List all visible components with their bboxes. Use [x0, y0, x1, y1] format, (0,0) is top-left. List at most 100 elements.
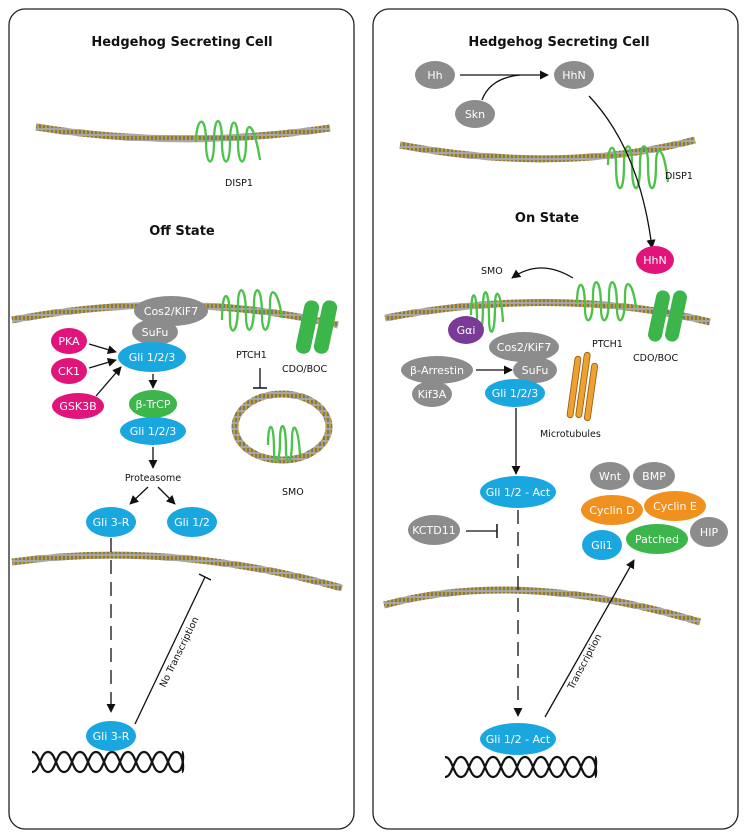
disp1-label-right: DISP1 [665, 171, 693, 182]
svg-text:CK1: CK1 [58, 365, 80, 378]
smo-vesicle [231, 390, 333, 464]
svg-text:Gli 1/2: Gli 1/2 [174, 516, 210, 529]
secreting-cell-membrane [35, 123, 331, 143]
no-transcription-line [134, 576, 206, 725]
disp1-protein-right [606, 145, 670, 190]
cdo-boc-label: CDO/BOC [282, 364, 327, 375]
node-hhn-precursor [554, 61, 594, 89]
pka-arrow [88, 343, 117, 355]
ptch1-label-right: PTCH1 [592, 339, 623, 350]
ptch1-releases-smo-arrow [511, 267, 574, 279]
node-gsk3b [52, 393, 104, 419]
boc-protein [313, 300, 338, 354]
microtubules-label: Microtubules [540, 429, 601, 440]
node-skn [455, 100, 495, 128]
ptch1-protein [220, 289, 284, 332]
node-sufu [132, 319, 178, 345]
gene-cyclin-d [581, 495, 643, 525]
node-beta-trcp [129, 390, 177, 418]
svg-text:Wnt: Wnt [599, 470, 622, 483]
svg-text:β-Arrestin: β-Arrestin [410, 364, 464, 377]
node-gli12 [167, 507, 217, 537]
svg-text:β-TrCP: β-TrCP [136, 398, 171, 411]
skn-assist-arrow [481, 74, 521, 101]
svg-text:Cos2/KiF7: Cos2/KiF7 [144, 305, 198, 318]
gene-hip [690, 517, 728, 547]
panel-border [8, 8, 355, 830]
dna-helix-left [31, 750, 185, 774]
svg-text:HhN: HhN [562, 69, 585, 82]
cdo-boc-label-right: CDO/BOC [633, 353, 678, 364]
gene-bmp [633, 462, 675, 490]
node-gli123 [118, 342, 186, 372]
node-beta-arrestin [401, 356, 473, 384]
gsk3b-arrow [95, 366, 122, 397]
svg-text:GSK3B: GSK3B [59, 400, 96, 413]
node-gli123-right [485, 379, 545, 407]
svg-text:Cyclin E: Cyclin E [653, 500, 697, 513]
smo-protein-vesicle [266, 425, 302, 462]
svg-text:Gli 3-R: Gli 3-R [93, 730, 130, 743]
left-panel-off-state: Hedgehog Secreting Cell DISP1 Off State … [8, 8, 355, 830]
gene-cyclin-e [644, 491, 706, 521]
node-galphai [448, 316, 484, 344]
svg-text:Kif3A: Kif3A [418, 388, 447, 401]
svg-text:Gli 1/2/3: Gli 1/2/3 [130, 425, 177, 438]
node-hhn-secreted [636, 246, 674, 274]
nuclear-membrane-right [383, 586, 702, 626]
dna-helix-right [444, 755, 598, 779]
boc-protein-right [665, 290, 687, 342]
ptch1-label: PTCH1 [236, 350, 267, 361]
ck1-arrow [88, 357, 117, 369]
svg-text:KCTD11: KCTD11 [412, 524, 455, 537]
svg-text:Gli1: Gli1 [591, 539, 613, 552]
node-cos2-kif7 [134, 296, 208, 326]
smo-label-left: SMO [282, 487, 304, 498]
svg-text:Gαi: Gαi [457, 324, 476, 337]
node-ck1 [51, 358, 87, 384]
node-gli123-degraded [120, 417, 186, 445]
svg-text:SuFu: SuFu [522, 364, 549, 377]
cdo-protein [295, 300, 320, 354]
disp1-protein [194, 119, 262, 163]
svg-text:Gli 1/2 - Act: Gli 1/2 - Act [486, 733, 551, 746]
svg-text:PKA: PKA [58, 335, 80, 348]
secreting-cell-membrane-right [399, 136, 696, 163]
gene-wnt [590, 462, 630, 490]
node-hh [415, 61, 455, 89]
svg-text:Cos2/KiF7: Cos2/KiF7 [497, 341, 551, 354]
node-gli12-act [480, 476, 556, 508]
panel-border [372, 8, 739, 830]
svg-text:Hh: Hh [427, 69, 442, 82]
disp1-label: DISP1 [225, 178, 253, 189]
nuclear-membrane-left [11, 551, 343, 592]
svg-text:BMP: BMP [642, 470, 666, 483]
proteasome-label: Proteasome [125, 473, 181, 484]
node-gli3-r-nucleus [86, 721, 136, 751]
svg-text:Gli 1/2 - Act: Gli 1/2 - Act [486, 486, 551, 499]
svg-text:Patched: Patched [635, 533, 679, 546]
gene-patched [626, 524, 688, 554]
on-state-title: On State [515, 211, 579, 226]
node-pka [51, 328, 87, 354]
hhn-secretion-arrow [588, 95, 656, 249]
svg-text:Cyclin D: Cyclin D [589, 504, 634, 517]
right-panel-title: Hedgehog Secreting Cell [468, 35, 649, 50]
off-state-title: Off State [149, 224, 215, 239]
svg-text:Skn: Skn [465, 108, 485, 121]
node-kctd11 [408, 515, 460, 545]
svg-text:Gli 1/2/3: Gli 1/2/3 [492, 387, 539, 400]
gene-gli1 [582, 530, 622, 560]
node-gli12-act-nucleus [480, 723, 556, 755]
node-cos2-kif7-right [489, 332, 559, 362]
node-kif3a [412, 381, 452, 407]
microtubules-icon [566, 351, 599, 422]
node-sufu-right [513, 357, 557, 383]
smo-protein-right [469, 291, 505, 334]
cdo-protein-right [648, 290, 670, 342]
smo-label-right: SMO [481, 266, 503, 277]
svg-text:Gli 3-R: Gli 3-R [93, 516, 130, 529]
left-panel-title: Hedgehog Secreting Cell [91, 35, 272, 50]
svg-text:SuFu: SuFu [142, 326, 169, 339]
